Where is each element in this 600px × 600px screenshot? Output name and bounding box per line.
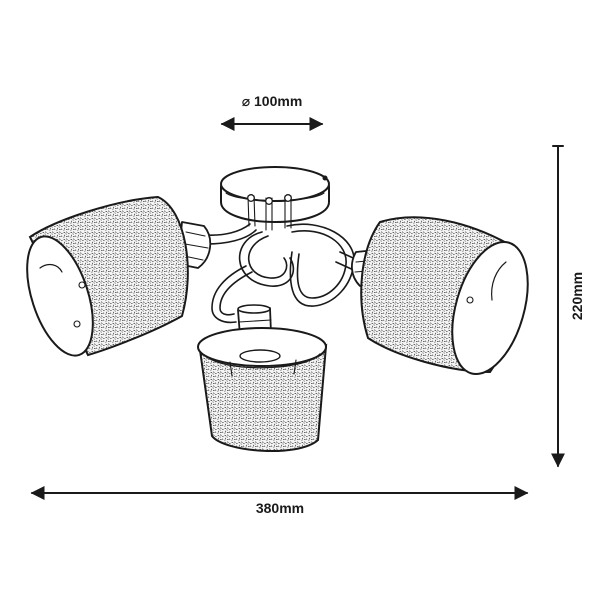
center-shade	[197, 327, 328, 453]
width-dimension: 380mm	[30, 486, 529, 516]
ceiling-canopy	[220, 166, 330, 231]
width-label: 380mm	[256, 500, 304, 516]
right-shade	[360, 216, 529, 376]
lamp-illustration	[26, 166, 529, 453]
height-dimension: 220mm	[551, 145, 585, 468]
height-label: 220mm	[569, 272, 585, 320]
lamp-arms	[205, 223, 363, 324]
canopy-screw	[322, 175, 328, 181]
canopy-diameter-label: ⌀ 100mm	[242, 93, 303, 109]
canopy-diameter-dimension: ⌀ 100mm	[220, 93, 324, 131]
left-shade	[26, 195, 189, 357]
